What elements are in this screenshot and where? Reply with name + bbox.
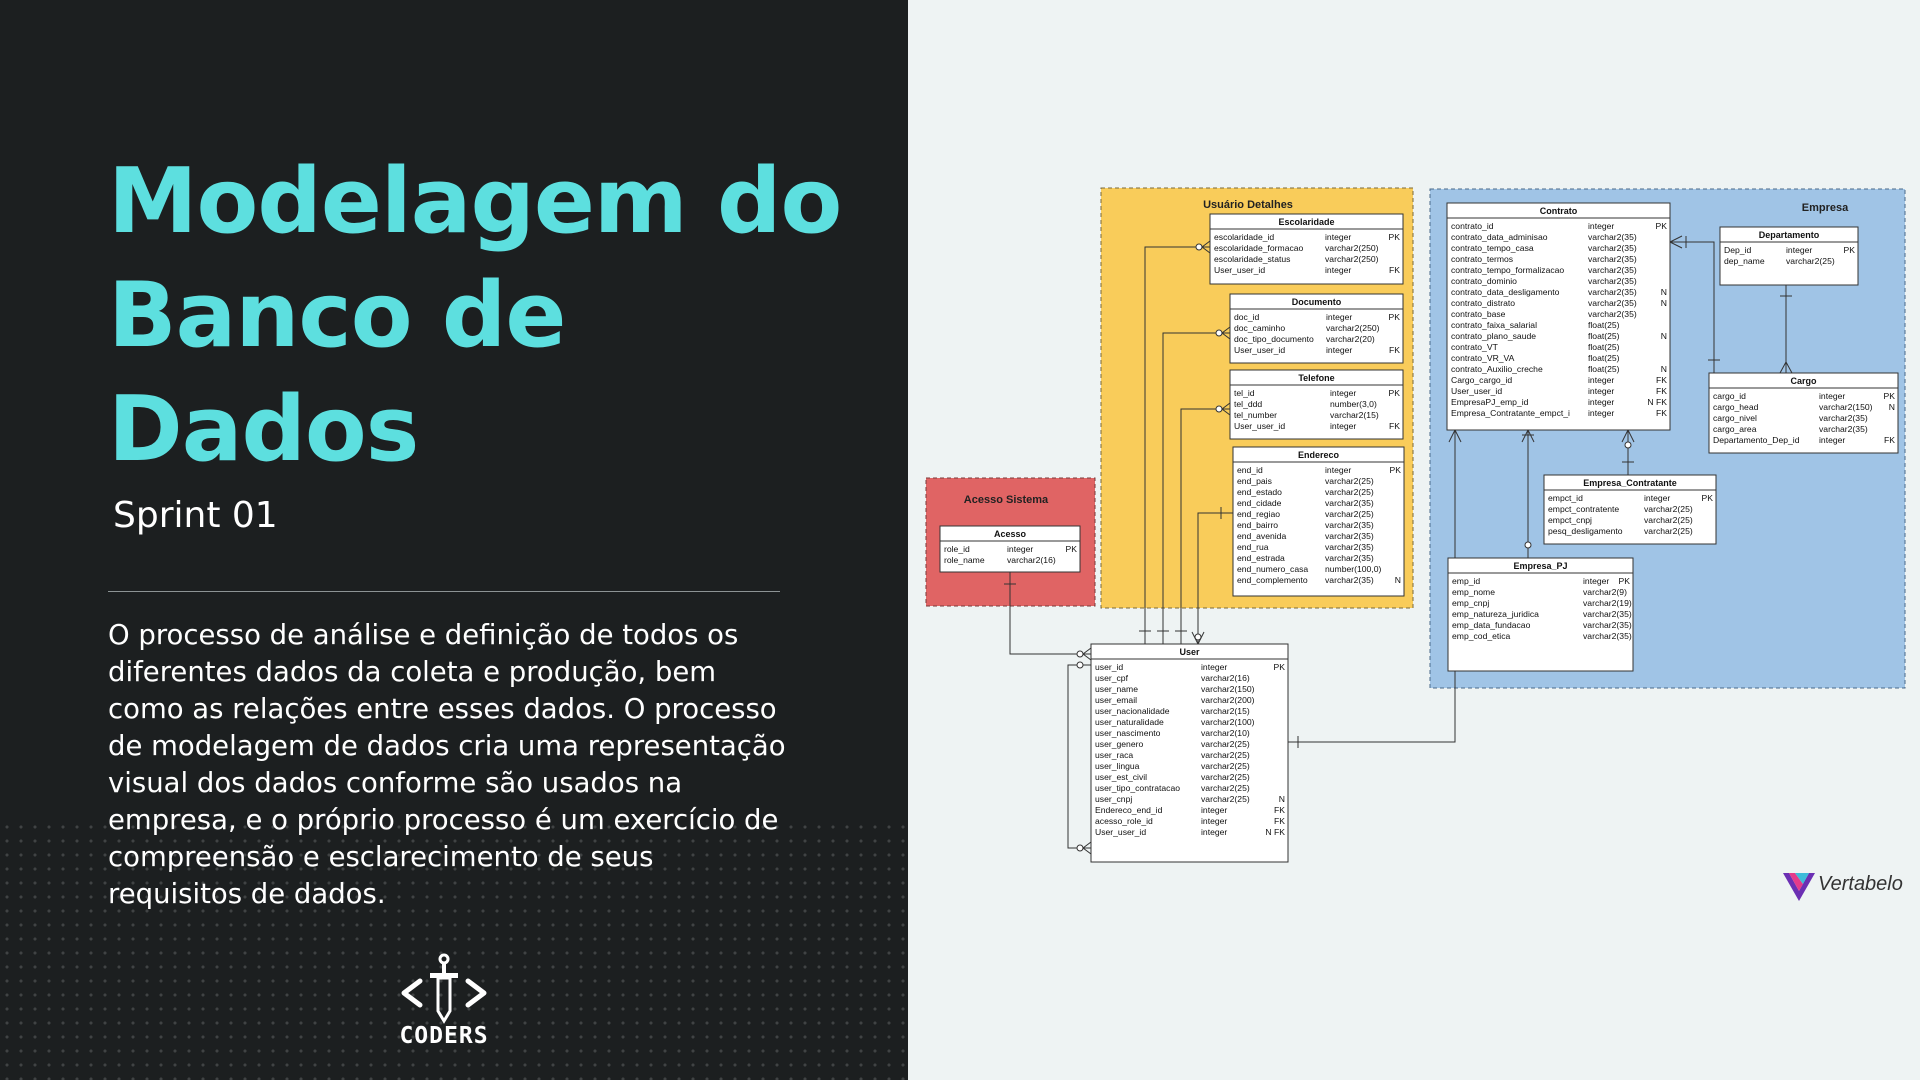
vertabelo-logo: Vertabelo: [1781, 867, 1913, 905]
divider: [108, 591, 780, 592]
slide-title: Modelagem do Banco de Dados: [108, 149, 842, 482]
vertabelo-icon: [1783, 873, 1815, 901]
right-panel: [908, 0, 1920, 1080]
brand-text: Vertabelo: [1818, 873, 1903, 895]
sword-icon: [401, 953, 487, 1024]
left-panel: Modelagem do Banco de Dados Sprint 01 O …: [0, 0, 908, 1080]
slide-subtitle: Sprint 01: [113, 495, 278, 536]
slide-description: O processo de análise e definição de tod…: [108, 619, 786, 910]
coders-logo: CODERS: [392, 953, 496, 1058]
dot-pattern: [0, 820, 908, 1080]
logo-text: CODERS: [399, 1023, 489, 1049]
